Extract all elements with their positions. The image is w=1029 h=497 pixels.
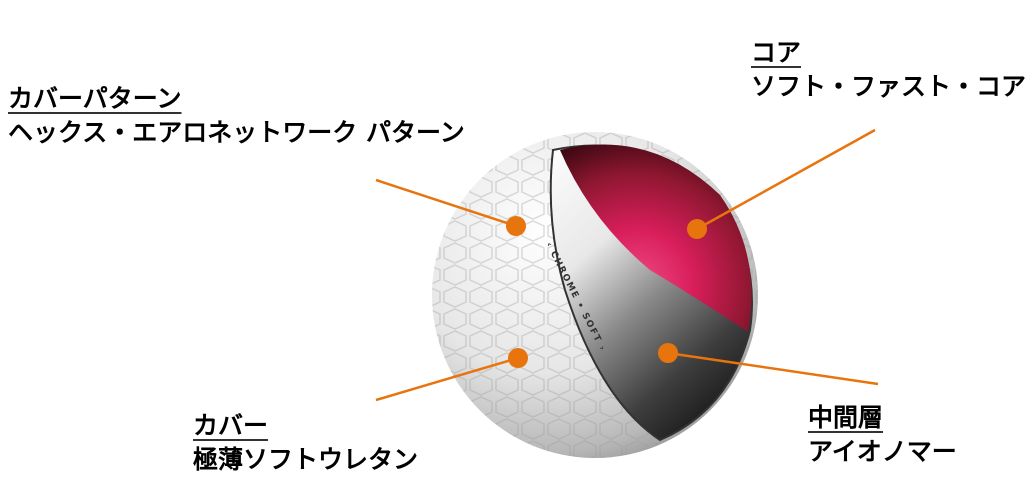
label-mantle-title: 中間層: [808, 403, 884, 432]
label-mantle: 中間層 アイオノマー: [808, 403, 957, 466]
leader-line-cover-pattern: [375, 178, 517, 228]
leader-line-cover: [375, 356, 519, 402]
label-cover-pattern-desc: ヘックス・エアロネットワーク パターン: [8, 117, 465, 147]
label-cover: カバー 極薄ソフトウレタン: [193, 411, 418, 474]
leader-line-mantle: [667, 351, 879, 386]
label-core: コア ソフト・ファスト・コア: [751, 38, 1026, 101]
leader-line-core: [696, 128, 876, 231]
dot-core: [687, 219, 707, 239]
label-cover-pattern-title: カバーパターン: [8, 84, 182, 113]
label-cover-pattern: カバーパターン ヘックス・エアロネットワーク パターン: [8, 84, 465, 147]
label-mantle-desc: アイオノマー: [808, 436, 957, 466]
dot-mantle: [658, 343, 678, 363]
leader-lines: [375, 128, 879, 402]
leader-dots: [506, 216, 707, 368]
dot-cover-pattern: [506, 216, 526, 236]
label-cover-desc: 極薄ソフトウレタン: [193, 444, 419, 474]
label-cover-title: カバー: [193, 411, 269, 440]
ball-core: [560, 144, 752, 332]
label-core-title: コア: [751, 38, 802, 67]
label-core-desc: ソフト・ファスト・コア: [751, 71, 1027, 101]
dot-cover: [508, 348, 528, 368]
